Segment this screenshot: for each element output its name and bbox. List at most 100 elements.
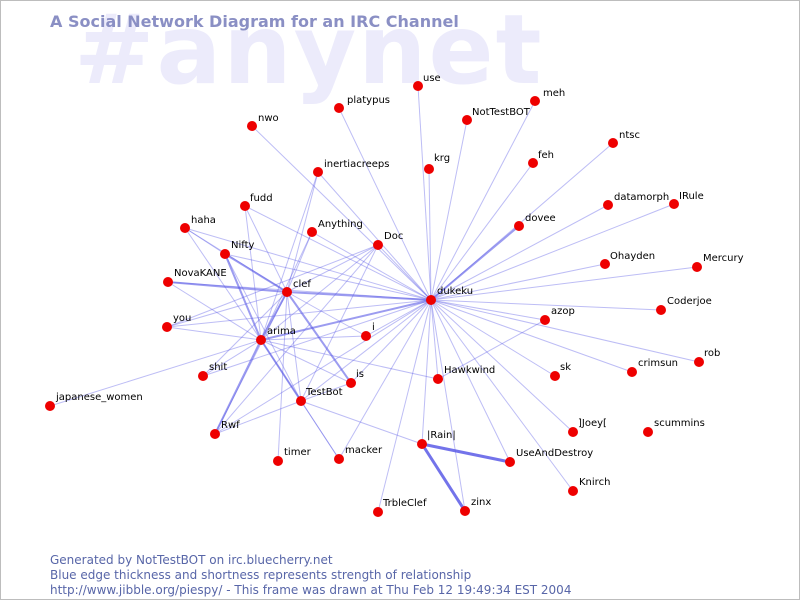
node-dot — [307, 227, 317, 237]
edge-dukeku-ohayden — [430, 263, 606, 301]
node-label: Coderjoe — [667, 296, 712, 307]
edge-dukeku-dovee — [430, 225, 520, 301]
node-dot — [334, 103, 344, 113]
edge-dukeku-haha — [184, 227, 432, 301]
node-is: is — [346, 369, 364, 388]
node-label: arima — [267, 326, 296, 337]
node-label: meh — [543, 88, 565, 99]
edge-arima-shit — [202, 339, 262, 377]
node-label: timer — [284, 447, 312, 458]
edge-dukeku-irule — [430, 203, 675, 301]
node-label: Ohayden — [610, 251, 655, 262]
edge-clef-you — [166, 291, 288, 328]
node-label: ]Joey[ — [578, 418, 607, 429]
node-label: use — [423, 73, 441, 84]
edge-dukeku-coderjoe — [430, 299, 662, 311]
node-arima: arima — [256, 326, 296, 345]
node-dot — [528, 158, 538, 168]
node-dot — [313, 167, 323, 177]
node-label: krg — [434, 153, 450, 164]
node-dot — [540, 315, 550, 325]
edge-dukeku-joey — [430, 299, 574, 433]
node-japanese-women: japanese_women — [45, 392, 143, 411]
edge-clef-arima — [260, 291, 288, 341]
node-dukeku: dukeku — [426, 286, 473, 305]
edge-rain-useanddestroy — [421, 442, 511, 464]
node-trbleclef: TrbleClef — [373, 498, 427, 517]
node-dovee: dovee — [514, 213, 556, 231]
node-knirch: Knirch — [568, 477, 610, 496]
node-macker: macker — [334, 445, 383, 464]
node-label: Hawkwind — [444, 365, 495, 376]
node-label: dukeku — [437, 286, 473, 297]
edge-arima-testbot — [260, 339, 302, 402]
node-label: you — [173, 313, 191, 324]
edge-dukeku-nottestbot — [430, 119, 468, 301]
node-dot — [282, 287, 292, 297]
edge-arima-novakane — [167, 281, 262, 341]
edge-dukeku-zinx — [430, 299, 466, 512]
node-dot — [373, 507, 383, 517]
node-label: ntsc — [619, 130, 640, 141]
edge-nifty-testbot — [224, 253, 302, 402]
node-dot — [462, 115, 472, 125]
node-dot — [460, 506, 470, 516]
footer-info: http://www.jibble.org/piespy/ - This fra… — [50, 583, 572, 597]
edge-dukeku-nwo — [251, 125, 432, 301]
node-rain: |Rain| — [417, 430, 456, 449]
node-datamorph: datamorph — [603, 192, 669, 210]
node-testbot: TestBot — [296, 387, 343, 406]
edge-nifty-haha — [184, 227, 226, 255]
edge-testbot-rwf — [214, 400, 302, 435]
node-label: rob — [704, 348, 720, 359]
node-hawkwind: Hawkwind — [433, 365, 495, 384]
node-clef: clef — [282, 279, 311, 297]
node-label: TrbleClef — [382, 498, 427, 509]
channel-watermark: #anynet — [74, 0, 544, 106]
node-label: fudd — [250, 193, 273, 204]
node-krg: krg — [424, 153, 450, 174]
edge-clef-doc — [286, 244, 379, 293]
node-zinx: zinx — [460, 497, 491, 516]
edge-clef-timer — [277, 291, 288, 462]
node-i: i — [361, 322, 375, 341]
node-dot — [426, 295, 436, 305]
edge-clef-i — [286, 291, 367, 337]
node-label: dovee — [525, 213, 556, 224]
edge-arima-is — [260, 339, 352, 384]
node-anything: Anything — [307, 219, 363, 237]
node-label: TestBot — [305, 387, 343, 398]
node-label: sk — [560, 362, 571, 373]
node-dot — [424, 164, 434, 174]
edge-arima-fudd — [244, 205, 262, 341]
node-shit: shit — [198, 362, 227, 381]
node-nottestbot: NotTestBOT — [462, 107, 531, 125]
node-timer: timer — [273, 447, 312, 466]
edge-dukeku-you — [166, 299, 432, 328]
node-joey: ]Joey[ — [568, 418, 607, 437]
node-dot — [514, 221, 524, 231]
node-dot — [247, 121, 257, 131]
node-label: |Rain| — [427, 430, 456, 441]
node-label: haha — [191, 215, 216, 226]
edge-dukeku-macker — [338, 299, 432, 460]
node-dot — [643, 427, 653, 437]
edge-clef-haha — [184, 227, 288, 293]
node-label: Mercury — [703, 253, 744, 264]
node-fudd: fudd — [240, 193, 273, 211]
node-dot — [530, 96, 540, 106]
edge-dukeku-doc — [377, 244, 432, 301]
node-dot — [413, 81, 423, 91]
edge-dukeku-arima — [260, 299, 432, 341]
edge-dukeku-krg — [428, 168, 432, 301]
node-ohayden: Ohayden — [600, 251, 655, 269]
node-dot — [334, 454, 344, 464]
node-crimsun: crimsun — [627, 358, 678, 377]
node-dot — [210, 429, 220, 439]
page-title: A Social Network Diagram for an IRC Chan… — [50, 12, 459, 31]
edge-dukeku-meh — [430, 100, 536, 301]
edge-clef-is — [286, 291, 352, 384]
node-dot — [550, 371, 560, 381]
